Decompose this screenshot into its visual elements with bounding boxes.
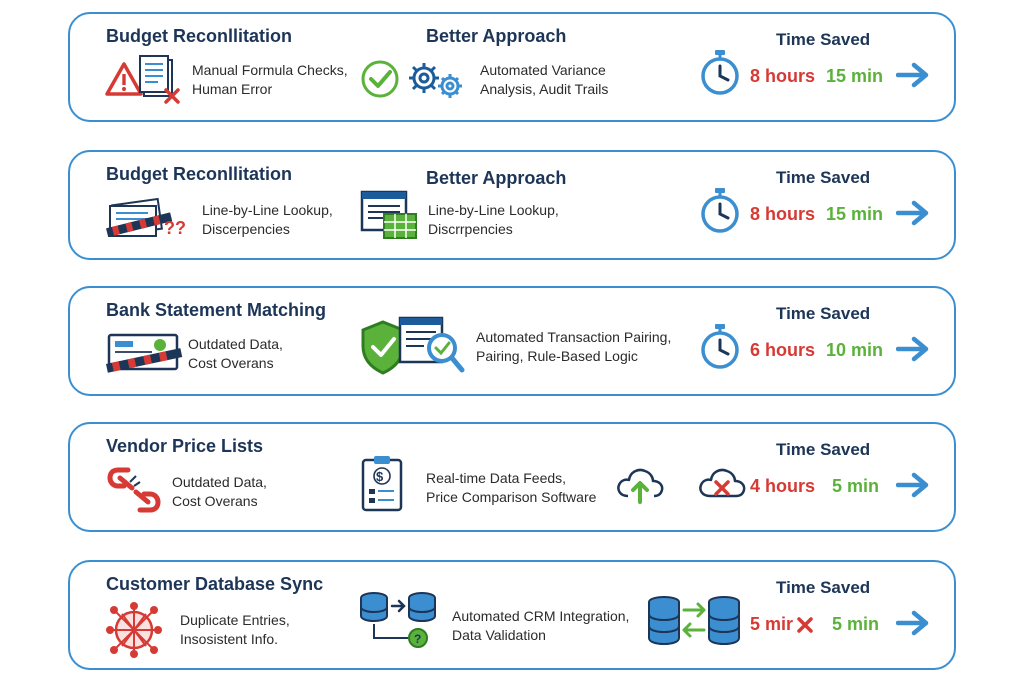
better-approach-title: Better Approach bbox=[426, 168, 567, 188]
clipboard-price-icon: $ bbox=[361, 456, 403, 512]
network-icon bbox=[106, 602, 162, 658]
solution-text: Line-by-Line Lookup, Discrrpencies bbox=[428, 202, 559, 237]
problem-text: Duplicate Entries, Insosistent Info. bbox=[180, 612, 290, 647]
stopwatch-icon bbox=[701, 324, 739, 369]
time-saved-label: Time Saved bbox=[776, 440, 871, 459]
solution-text: Automated Transaction Pairing, Pairing, … bbox=[476, 329, 672, 364]
broken-chain-icon bbox=[107, 467, 161, 513]
row-budget-reconciliation-1: Budget Reconllitation Better Approach Ma… bbox=[68, 12, 956, 122]
solution-text: Real-time Data Feeds, Price Comparison S… bbox=[426, 470, 597, 505]
hours-value: 6 hours bbox=[750, 340, 816, 360]
spreadsheet-icon bbox=[360, 190, 417, 239]
problem-text: Outdated Data, Cost Overans bbox=[172, 474, 267, 509]
cloud-error-icon bbox=[699, 468, 746, 498]
solution-text: Automated CRM Integration, Data Validati… bbox=[452, 608, 630, 643]
row-title: Customer Database Sync bbox=[106, 574, 324, 594]
row-budget-reconciliation-2: Budget Reconllitation Better Approach ??… bbox=[68, 150, 956, 260]
time-saved-label: Time Saved bbox=[776, 30, 871, 49]
minutes-value: 5 min bbox=[832, 614, 880, 634]
gears-icon bbox=[409, 63, 462, 98]
cloud-upload-icon bbox=[617, 468, 664, 504]
cheque-icon bbox=[106, 333, 183, 373]
time-saved-label: Time Saved bbox=[776, 578, 871, 597]
hours-value: 5 mir bbox=[750, 614, 794, 634]
arrow-right-icon bbox=[896, 472, 929, 498]
stopwatch-icon bbox=[701, 50, 739, 95]
check-icon bbox=[361, 60, 399, 98]
solution-text: Automated Variance Analysis, Audit Trail… bbox=[480, 62, 609, 97]
problem-text: Outdated Data, Cost Overans bbox=[188, 336, 283, 371]
svg-text:$: $ bbox=[376, 469, 384, 484]
svg-text:??: ?? bbox=[164, 218, 186, 238]
row-customer-database-sync: Customer Database Sync Duplicate Entries… bbox=[68, 560, 956, 670]
caution-tape-documents-icon: ?? bbox=[106, 197, 186, 238]
problem-text: Manual Formula Checks, Human Error bbox=[192, 62, 348, 97]
database-icon: ? bbox=[360, 592, 436, 648]
svg-text:?: ? bbox=[414, 632, 421, 646]
row-title: Budget Reconllitation bbox=[106, 164, 292, 184]
arrow-right-icon bbox=[896, 62, 929, 88]
time-saved-label: Time Saved bbox=[776, 168, 871, 187]
minutes-value: 15 min bbox=[826, 66, 884, 86]
document-icon bbox=[139, 55, 180, 104]
arrow-right-icon bbox=[896, 610, 929, 636]
better-approach-title: Better Approach bbox=[426, 26, 567, 46]
row-title: Bank Statement Matching bbox=[106, 300, 327, 320]
minutes-value: 5 min bbox=[832, 476, 880, 496]
minutes-value: 15 min bbox=[826, 204, 884, 224]
sync-arrows-icon bbox=[648, 596, 740, 646]
row-title: Vendor Price Lists bbox=[106, 436, 264, 456]
row-title: Budget Reconllitation bbox=[106, 26, 292, 46]
stopwatch-icon bbox=[701, 188, 739, 233]
hours-value: 4 hours bbox=[750, 476, 816, 496]
problem-text: Line-by-Line Lookup, Discerpencies bbox=[202, 202, 333, 237]
arrow-right-icon bbox=[896, 336, 929, 362]
row-vendor-price-lists: Vendor Price Lists Outdated Data, Cost O… bbox=[68, 422, 956, 532]
magnifier-icon bbox=[398, 316, 465, 373]
warning-icon bbox=[105, 62, 143, 96]
minutes-value: 10 min bbox=[826, 340, 884, 360]
row-bank-statement-matching: Bank Statement Matching Outdated Data, C… bbox=[68, 286, 956, 396]
hours-value: 8 hours bbox=[750, 66, 816, 86]
time-saved-label: Time Saved bbox=[776, 304, 871, 323]
hours-value: 8 hours bbox=[750, 204, 816, 224]
arrow-right-icon bbox=[896, 200, 929, 226]
x-mark-icon bbox=[797, 617, 813, 633]
